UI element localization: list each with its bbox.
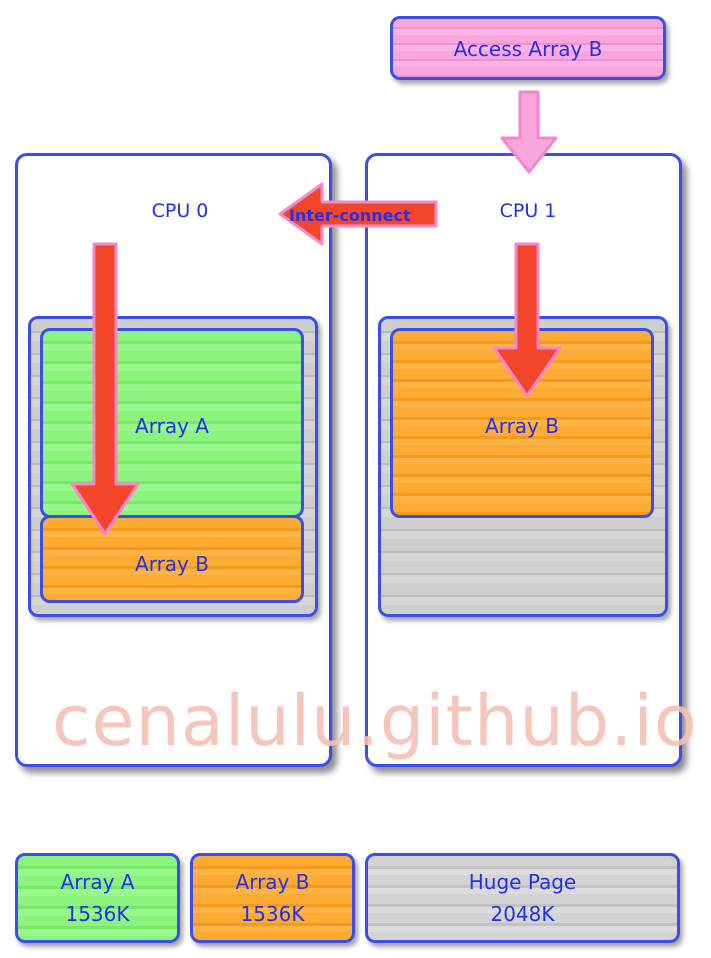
watermark: cenalulu.github.io <box>52 680 698 762</box>
access-down-arrow <box>500 90 558 174</box>
interconnect-label: Inter-connect <box>289 206 411 225</box>
cpu0-array-b-label: Array B <box>135 552 209 576</box>
cpu0-label: CPU 0 <box>151 200 209 222</box>
access-array-b-box: Access Array B <box>390 16 666 80</box>
cpu1-array-b-label: Array B <box>485 414 559 438</box>
legend-huge-page: Huge Page 2048K <box>365 853 680 943</box>
legend-array-a: Array A 1536K <box>15 853 180 943</box>
legend-huge-page-size: 2048K <box>490 902 555 926</box>
cpu0-down-arrow <box>70 242 140 536</box>
cpu1-label: CPU 1 <box>499 200 557 222</box>
access-array-b-label: Access Array B <box>453 37 603 61</box>
legend-array-b-size: 1536K <box>240 902 305 926</box>
legend-array-b: Array B 1536K <box>190 853 355 943</box>
cpu1-down-arrow <box>492 242 562 398</box>
cpu0-array-a-label: Array A <box>135 414 209 438</box>
legend-array-a-name: Array A <box>60 870 135 894</box>
legend-array-a-size: 1536K <box>65 902 130 926</box>
legend-array-b-name: Array B <box>235 870 310 894</box>
interconnect-arrow <box>278 182 438 246</box>
cpu0-array-b: Array B <box>40 515 304 603</box>
cpu0-array-a: Array A <box>40 328 304 518</box>
legend-huge-page-name: Huge Page <box>468 870 577 894</box>
